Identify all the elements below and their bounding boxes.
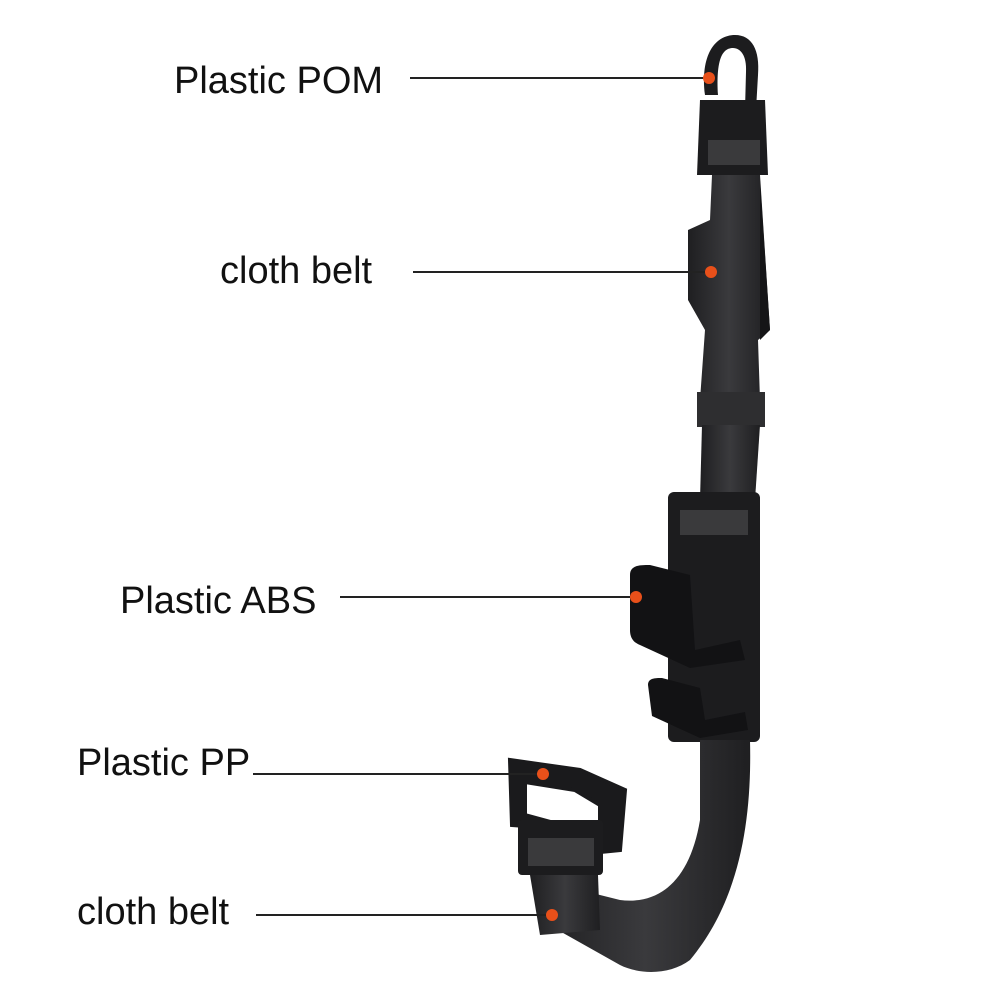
upper-belt <box>688 175 770 400</box>
label-cloth-belt-upper: cloth belt <box>220 250 373 292</box>
label-plastic-abs: Plastic ABS <box>120 580 317 622</box>
marker-dot <box>705 266 717 278</box>
end-belt <box>530 875 600 935</box>
middle-belt <box>700 425 760 500</box>
marker-dot <box>703 72 715 84</box>
label-plastic-pom: Plastic POM <box>174 60 384 102</box>
abs-panel <box>668 492 760 742</box>
marker-dot <box>537 768 549 780</box>
pom-hook <box>704 35 759 110</box>
label-cloth-belt-lower: cloth belt <box>77 891 230 933</box>
markers <box>537 72 717 921</box>
marker-dot <box>546 909 558 921</box>
abs-hook-lower <box>648 678 748 738</box>
marker-dot <box>630 591 642 603</box>
leader-lines <box>253 77 709 916</box>
label-plastic-pp: Plastic PP <box>77 742 251 784</box>
abs-hook-upper <box>630 565 745 668</box>
